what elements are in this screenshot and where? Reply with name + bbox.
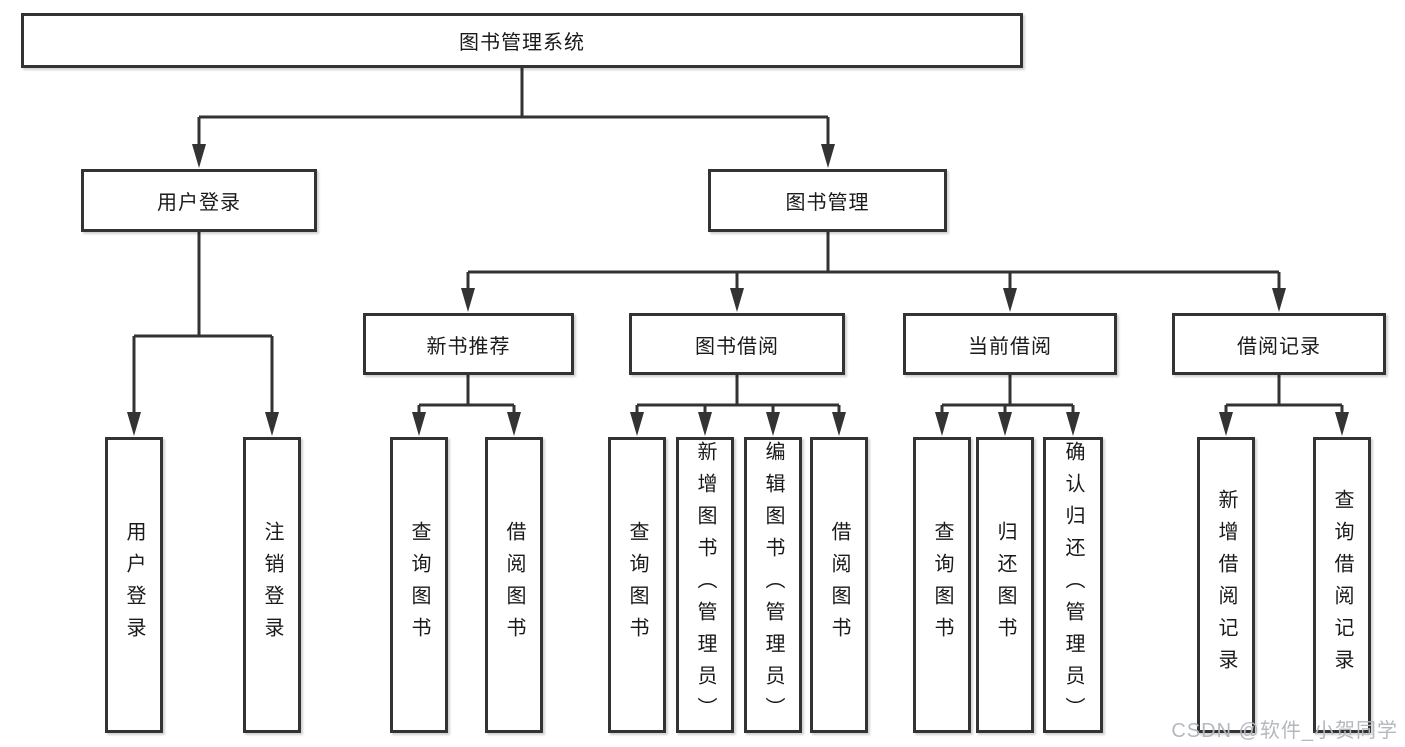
leaf-borrow-books-recommend: 借阅图书 (485, 437, 543, 733)
leaf-add-borrow-record: 新增借阅记录 (1197, 437, 1255, 733)
arrowhead-down (1003, 288, 1017, 312)
arrowhead-down (192, 144, 206, 168)
arrowheads (127, 144, 1349, 436)
leaf-label: 用户登录 (123, 521, 145, 649)
arrowhead-down (412, 412, 426, 436)
connector-userlogin-to-leaves (132, 232, 274, 413)
arrowhead-down (461, 288, 475, 312)
node-library-system: 图书管理系统 (21, 13, 1023, 68)
arrowhead-down (935, 412, 949, 436)
leaf-query-books-current: 查询图书 (913, 437, 971, 733)
arrowhead-down (630, 412, 644, 436)
leaf-label: 借阅图书 (503, 521, 525, 649)
leaf-label: 查询图书 (626, 521, 648, 649)
arrowhead-down (127, 412, 141, 436)
node-book-management: 图书管理 (708, 169, 947, 232)
leaf-query-books-borrow: 查询图书 (608, 437, 666, 733)
leaf-label: 查询图书 (408, 521, 430, 649)
arrowhead-down (821, 144, 835, 168)
node-book-borrow: 图书借阅 (629, 313, 845, 375)
node-current-borrow: 当前借阅 (903, 313, 1117, 375)
leaf-return-books: 归还图书 (976, 437, 1034, 733)
arrowhead-down (766, 412, 780, 436)
connector-root-to-level2 (197, 68, 830, 145)
leaf-query-borrow-record: 查询借阅记录 (1313, 437, 1371, 733)
leaf-user-login: 用户登录 (105, 437, 163, 733)
arrowhead-down (1335, 412, 1349, 436)
connector-records-to-leaves (1224, 375, 1344, 413)
arrowhead-down (832, 412, 846, 436)
leaf-confirm-return-admin: 确认归还（管理员） (1043, 437, 1103, 733)
leaf-label: 新增借阅记录 (1215, 489, 1237, 681)
leaf-add-books-admin: 新增图书（管理员） (676, 437, 734, 733)
node-user-login: 用户登录 (81, 169, 317, 232)
arrowhead-down (507, 412, 521, 436)
leaf-label: 新增图书（管理员） (694, 441, 716, 729)
leaf-label: 注销登录 (261, 521, 283, 649)
connector-bookmgmt-to-level3 (466, 232, 1281, 289)
leaf-label: 归还图书 (994, 521, 1016, 649)
connector-borrow-to-leaves (635, 375, 841, 413)
node-borrow-records: 借阅记录 (1172, 313, 1386, 375)
leaf-borrow-books: 借阅图书 (810, 437, 868, 733)
node-new-book-recommend: 新书推荐 (363, 313, 574, 375)
leaf-logout: 注销登录 (243, 437, 301, 733)
arrowhead-down (1066, 412, 1080, 436)
leaf-query-books-recommend: 查询图书 (390, 437, 448, 733)
leaf-label: 借阅图书 (828, 521, 850, 649)
arrowhead-down (730, 288, 744, 312)
connector-current-to-leaves (940, 375, 1075, 413)
arrowhead-down (1219, 412, 1233, 436)
arrowhead-down (998, 412, 1012, 436)
arrowhead-down (265, 412, 279, 436)
leaf-label: 确认归还（管理员） (1062, 441, 1084, 729)
connector-newbook-to-leaves (417, 375, 516, 413)
leaf-label: 查询借阅记录 (1331, 489, 1353, 681)
arrowhead-down (698, 412, 712, 436)
leaf-label: 查询图书 (931, 521, 953, 649)
leaf-edit-books-admin: 编辑图书（管理员） (744, 437, 802, 733)
arrowhead-down (1272, 288, 1286, 312)
leaf-label: 编辑图书（管理员） (762, 441, 784, 729)
